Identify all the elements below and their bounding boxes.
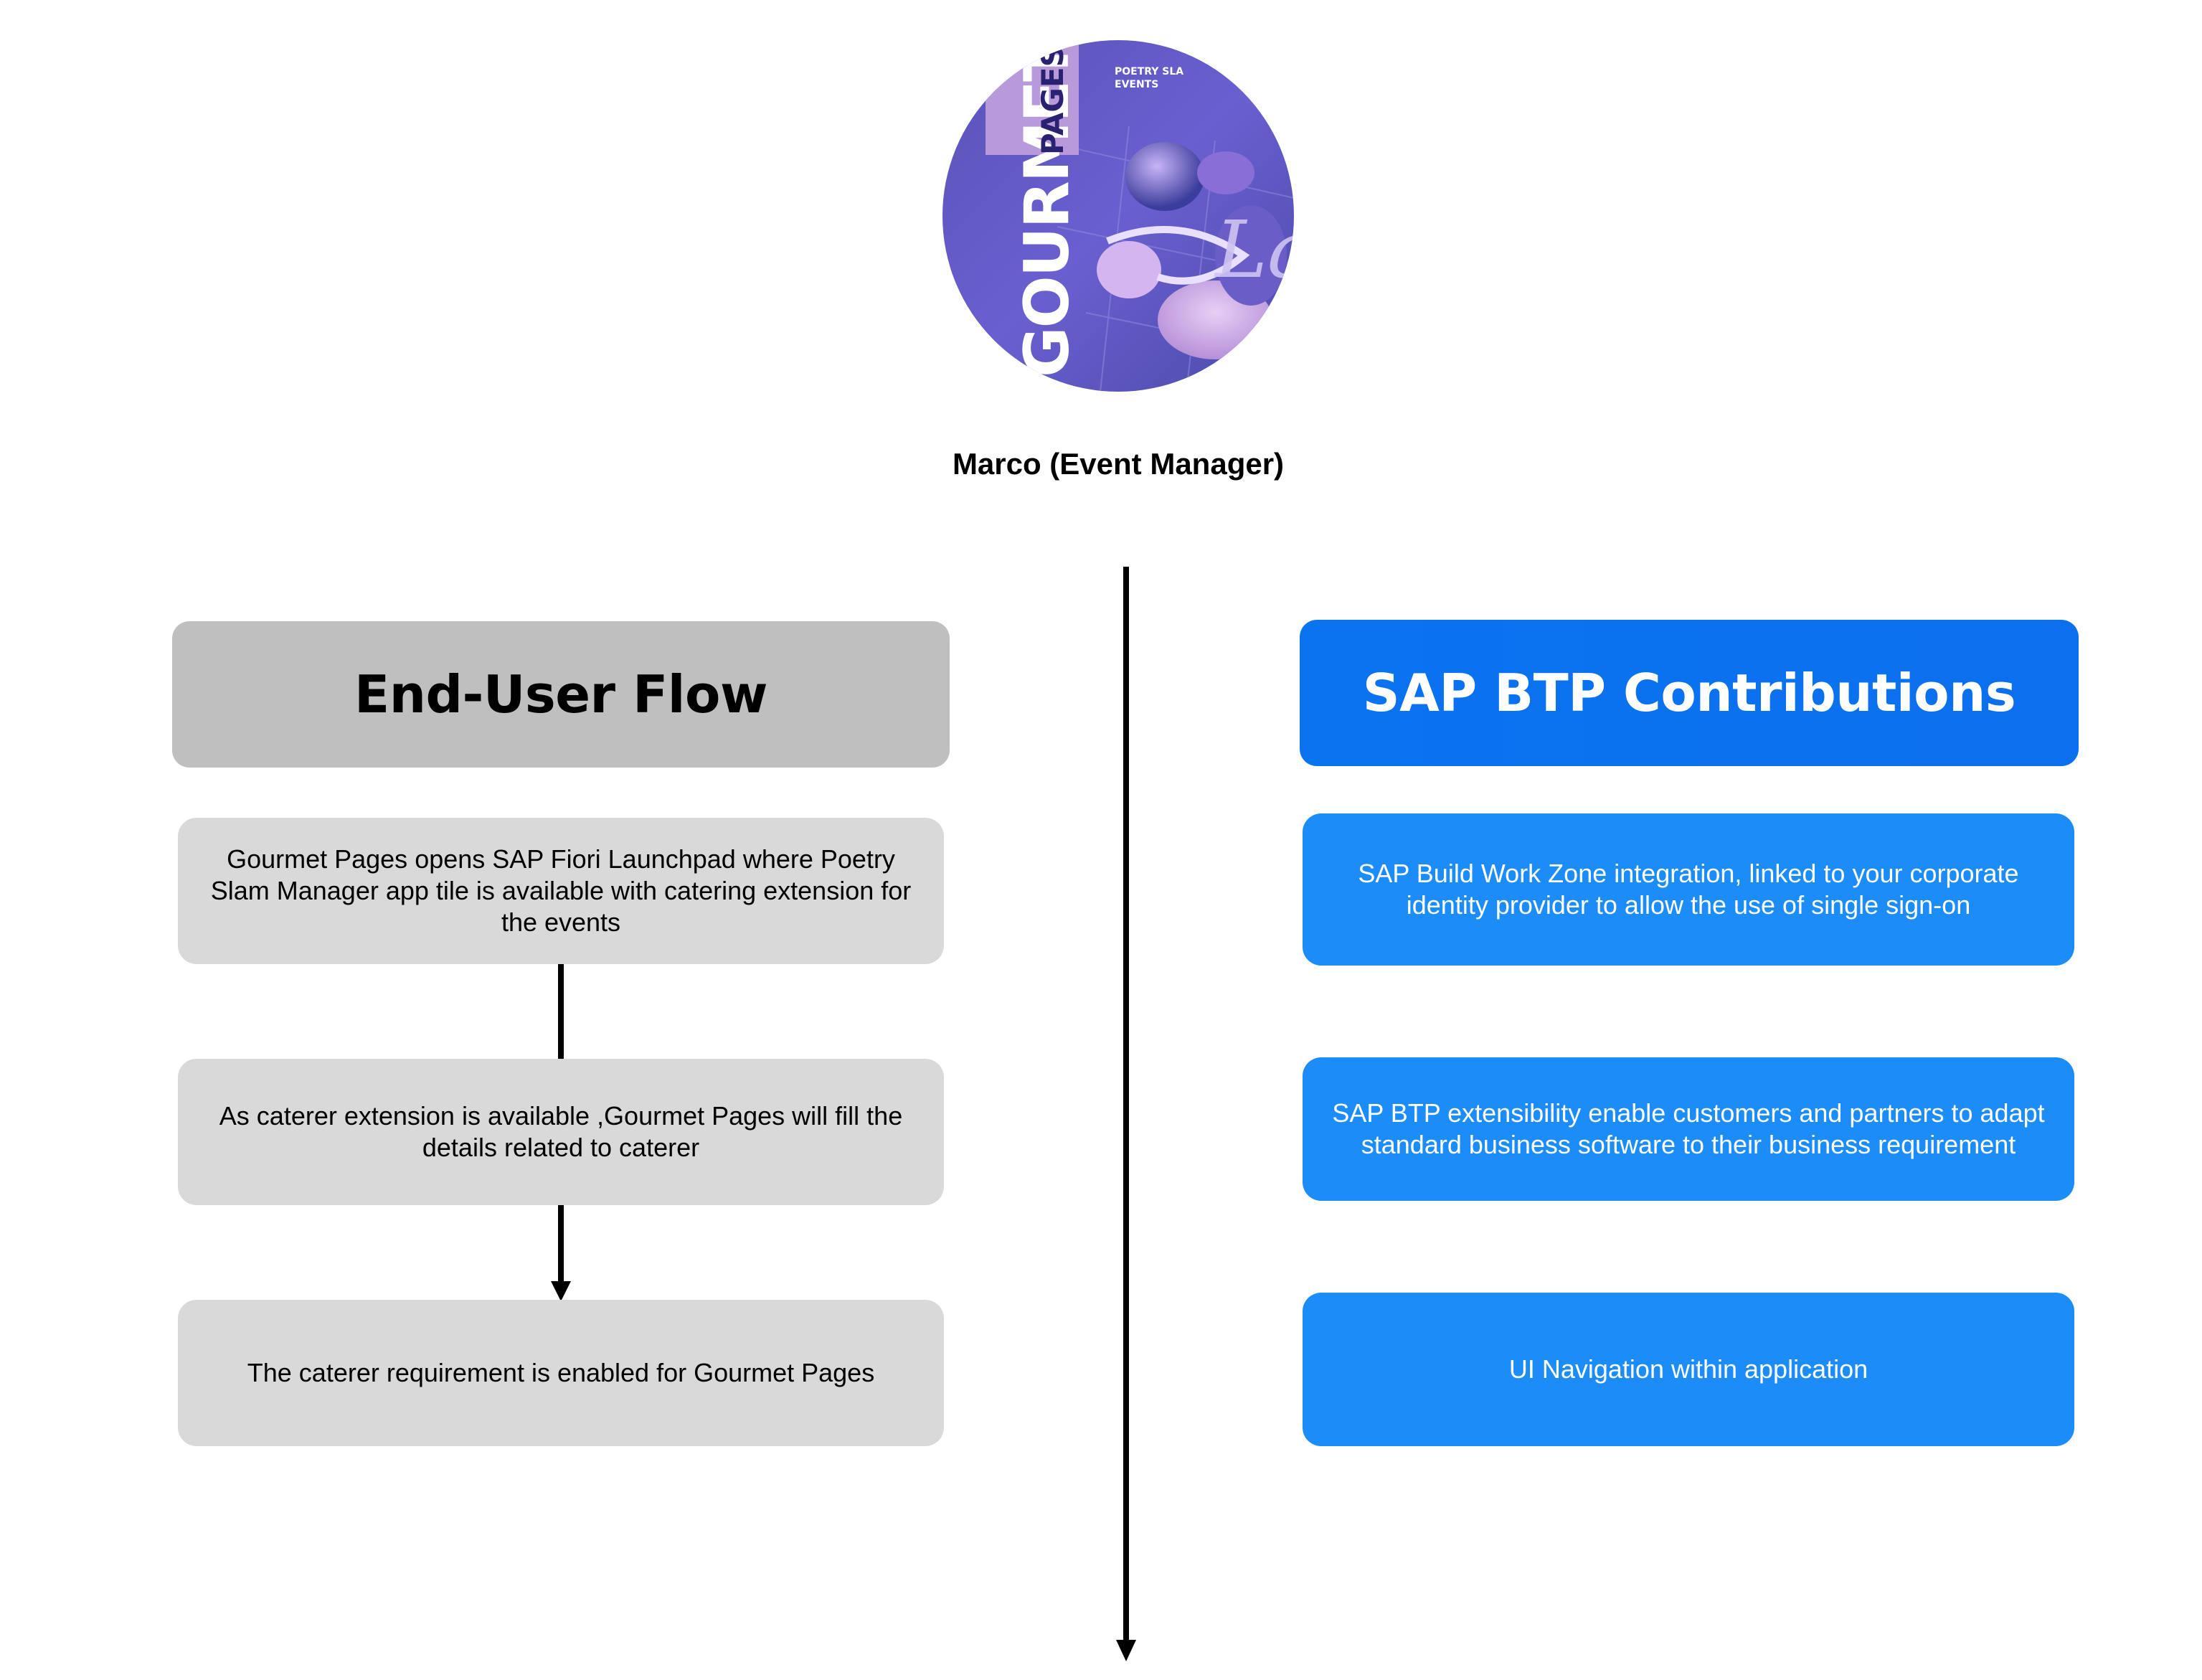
persona-avatar: Lan GOURMET PAGES POETRY SLA EVENTS (942, 40, 1294, 392)
btp-contributions-header: SAP BTP Contributions (1300, 620, 2079, 766)
avatar-tagline-1: POETRY SLA (1115, 66, 1183, 77)
btp-contribution-2: SAP BTP extensibility enable customers a… (1303, 1057, 2074, 1201)
avatar-tagline-2: EVENTS (1115, 79, 1158, 90)
flow-connector-line (558, 964, 564, 1060)
end-user-step-1: Gourmet Pages opens SAP Fiori Launchpad … (178, 818, 944, 964)
btp-contribution-3: UI Navigation within application (1303, 1293, 2074, 1446)
persona-name: Marco (Event Manager) (952, 447, 1285, 481)
end-user-step-2: As caterer extension is available ,Gourm… (178, 1059, 944, 1205)
svg-text:Lan: Lan (1214, 204, 1294, 296)
avatar-brand-sub-text: PAGES (1035, 45, 1070, 155)
avatar-brand-text: GOURMET (1011, 40, 1083, 377)
timeline-arrow (1116, 567, 1136, 1661)
end-user-flow-header: End-User Flow (172, 621, 950, 768)
btp-contribution-1: SAP Build Work Zone integration, linked … (1303, 813, 2074, 966)
end-user-step-3: The caterer requirement is enabled for G… (178, 1300, 944, 1446)
flow-connector-arrow (551, 1205, 571, 1301)
